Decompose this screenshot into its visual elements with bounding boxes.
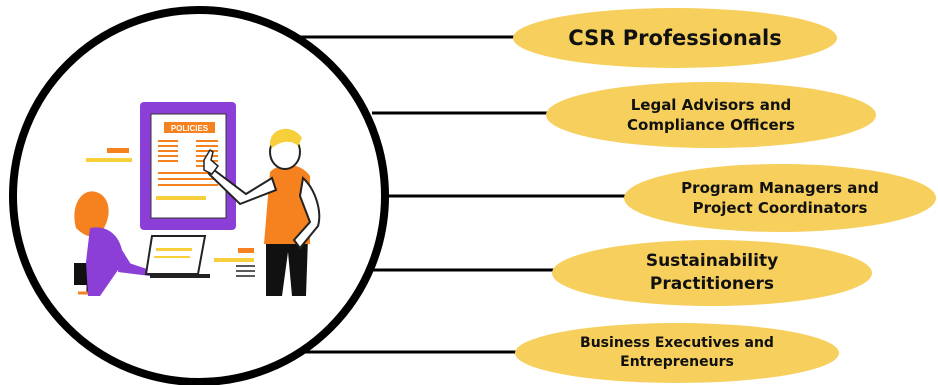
audience-pill-4: Sustainability Practitioners bbox=[552, 240, 872, 306]
policy-tag-label: POLICIES bbox=[171, 124, 209, 133]
audience-label-4-line-1: Sustainability bbox=[645, 251, 779, 272]
man-legs bbox=[266, 238, 308, 296]
audience-label-1-line-1: CSR Professionals bbox=[568, 25, 782, 50]
laptop bbox=[144, 235, 207, 275]
policy-tag-box bbox=[164, 122, 215, 133]
audience-label-3-line-2: Project Coordinators bbox=[692, 199, 868, 217]
decor-lines-right bbox=[236, 265, 255, 277]
woman-body bbox=[86, 227, 132, 296]
audience-label-2-line-2: Compliance Officers bbox=[627, 116, 795, 134]
audience-pill-2: Legal Advisors and Compliance Officers bbox=[546, 82, 876, 148]
man-hair bbox=[270, 128, 302, 148]
audience-label-2-line-1: Legal Advisors and bbox=[630, 95, 792, 114]
pointing-hand bbox=[203, 148, 220, 175]
decor-dash-orange bbox=[107, 148, 129, 153]
connector-lines bbox=[298, 35, 640, 354]
decor-dash-orange-right bbox=[238, 248, 254, 253]
woman-hair bbox=[74, 191, 109, 237]
clipboard-highlight bbox=[156, 196, 206, 200]
policy-illustration: POLICIES bbox=[74, 102, 321, 296]
audience-label-4-line-2: Practitioners bbox=[649, 274, 775, 294]
man-arm bbox=[207, 168, 278, 206]
audience-pill-3: Program Managers and Project Coordinator… bbox=[624, 164, 936, 232]
audience-label-3-line-1: Program Managers and bbox=[681, 178, 879, 197]
audience-label-5-line-1: Business Executives and bbox=[580, 335, 774, 352]
audience-pill-5: Business Executives and Entrepreneurs bbox=[515, 323, 839, 383]
decor-dash-yellow bbox=[86, 158, 132, 162]
decor-dash-yellow-right bbox=[214, 258, 254, 262]
man-shirt bbox=[264, 164, 310, 244]
audience-label-5-line-2: Entrepreneurs bbox=[620, 354, 734, 370]
audience-pill-1: CSR Professionals bbox=[513, 8, 837, 68]
